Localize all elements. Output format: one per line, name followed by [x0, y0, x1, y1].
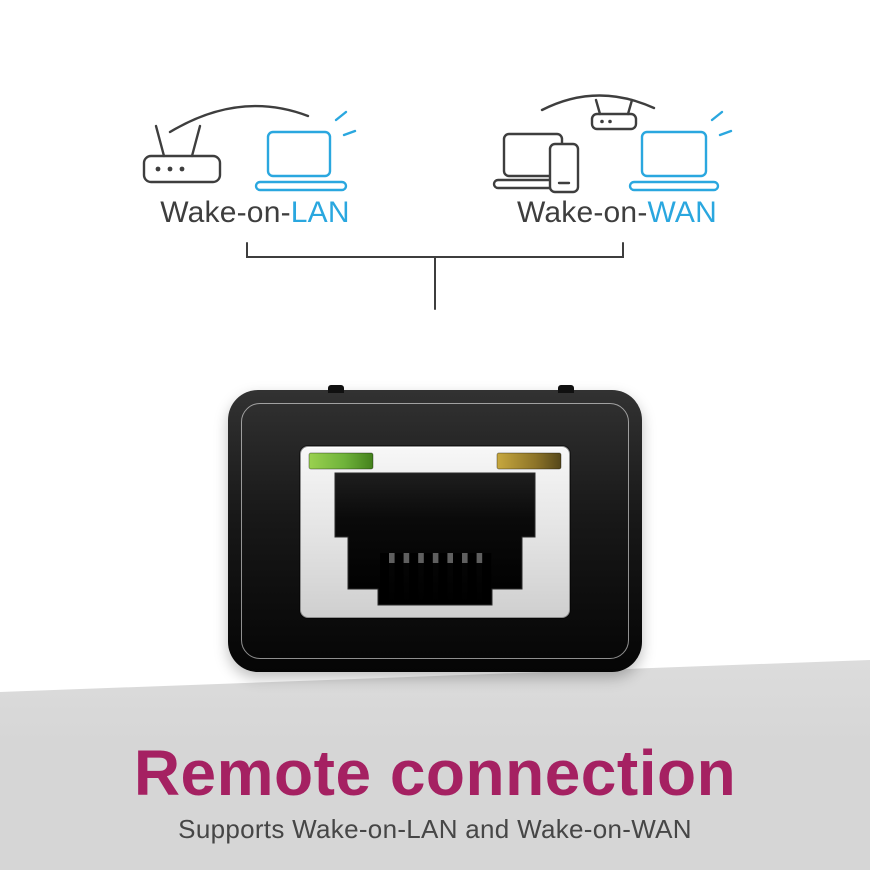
green-led: [308, 452, 374, 470]
banner-background: [0, 660, 870, 870]
ethernet-port-plate: [300, 446, 570, 618]
wake-on-lan-label: Wake-on-LAN: [140, 196, 370, 230]
wake-on-wan-icons: [492, 94, 733, 194]
wake-on-lan-suffix: LAN: [290, 196, 350, 229]
rj45-pins: [380, 553, 492, 601]
rj45-opening: [334, 472, 536, 606]
wake-on-lan-prefix: Wake-on-: [160, 196, 291, 229]
wake-on-lan-diagram: [140, 92, 370, 204]
device-top-tab: [328, 385, 344, 393]
pin-carrier: [380, 553, 490, 563]
ethernet-port-icon: [308, 452, 562, 606]
wake-on-wan-label: Wake-on-WAN: [492, 196, 742, 230]
wake-spark-icon: [334, 110, 348, 122]
banner-title: Remote connection: [133, 737, 737, 809]
mini-router-icon: [590, 98, 638, 131]
banner-subtitle: Supports Wake-on-LAN and Wake-on-WAN: [178, 814, 692, 844]
wake-on-lan-icons: [142, 104, 357, 192]
laptop-wake-icon: [628, 110, 733, 192]
connection-arc-icon: [168, 104, 310, 134]
laptop-wake-icon: [254, 110, 357, 192]
wake-on-wan-suffix: WAN: [647, 196, 717, 229]
device-top-tab: [558, 385, 574, 393]
amber-led: [496, 452, 562, 470]
router-icon: [142, 124, 222, 184]
network-adapter-device: [228, 385, 642, 672]
bracket-connector: [246, 242, 624, 310]
wake-on-wan-diagram: [492, 92, 742, 204]
wake-on-wan-prefix: Wake-on-: [516, 196, 648, 229]
connection-arc-icon: [540, 94, 656, 112]
wake-spark-icon: [710, 110, 724, 122]
phone-icon: [548, 142, 580, 194]
